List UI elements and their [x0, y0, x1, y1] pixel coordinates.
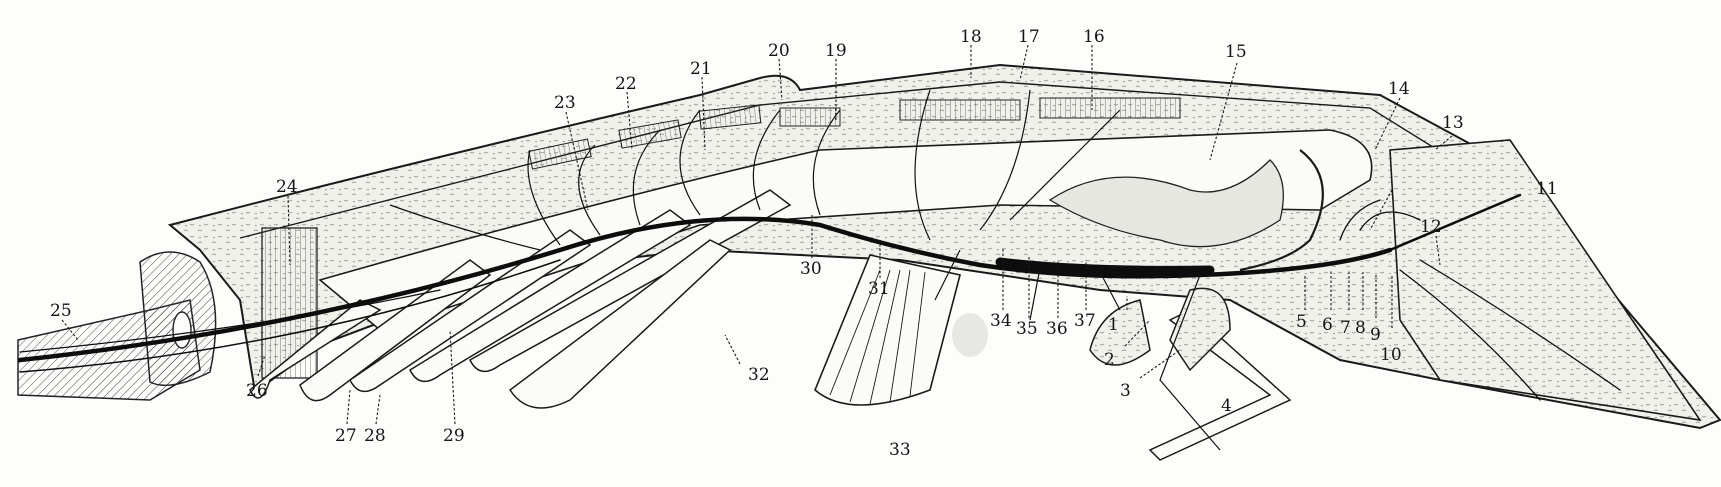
- callout-20: 20: [768, 41, 790, 61]
- callout-21: 21: [690, 59, 712, 79]
- callout-25: 25: [50, 301, 72, 321]
- maxilliped-fan: [814, 254, 988, 406]
- callout-35: 35: [1016, 319, 1038, 339]
- callout-27: 27: [335, 426, 357, 446]
- callout-12: 12: [1420, 217, 1442, 237]
- callout-1: 1: [1108, 315, 1119, 335]
- callout-8: 8: [1355, 318, 1366, 338]
- callout-16: 16: [1083, 27, 1105, 47]
- callout-17: 17: [1018, 27, 1040, 47]
- callout-10: 10: [1380, 345, 1402, 365]
- callout-13: 13: [1442, 113, 1464, 133]
- callout-23: 23: [554, 93, 576, 113]
- callout-4: 4: [1221, 396, 1232, 416]
- callout-3: 3: [1120, 381, 1131, 401]
- walking-legs: [1089, 287, 1292, 461]
- callout-37: 37: [1074, 311, 1096, 331]
- callout-18: 18: [960, 27, 982, 47]
- callout-34: 34: [990, 311, 1012, 331]
- callout-11: 11: [1536, 179, 1558, 199]
- leader-lines: [61, 44, 1453, 425]
- dorsal-muscle-blocks: [528, 97, 1181, 170]
- callout-5: 5: [1296, 312, 1307, 332]
- callout-2: 2: [1104, 350, 1115, 370]
- nerve-cord: [17, 193, 1621, 401]
- callout-30: 30: [800, 259, 822, 279]
- head-carapace: [1389, 139, 1702, 422]
- callout-33: 33: [889, 440, 911, 460]
- callout-29: 29: [443, 426, 465, 446]
- segmental-nerves: [389, 89, 1221, 451]
- tail-stalk: [17, 251, 217, 401]
- callouts: 1 2 3 4 5 6 7 8 9 10 11 12 13 14 15 16 1…: [50, 27, 1558, 460]
- callout-9: 9: [1370, 325, 1381, 345]
- callout-7: 7: [1340, 318, 1351, 338]
- callout-26: 26: [246, 381, 268, 401]
- callout-32: 32: [748, 365, 770, 385]
- callout-31: 31: [868, 279, 890, 299]
- callout-14: 14: [1388, 79, 1410, 99]
- callout-28: 28: [364, 426, 386, 446]
- callout-19: 19: [825, 41, 847, 61]
- callout-6: 6: [1322, 315, 1333, 335]
- callout-15: 15: [1225, 42, 1247, 62]
- callout-36: 36: [1046, 319, 1068, 339]
- callout-22: 22: [615, 74, 637, 94]
- callout-24: 24: [276, 177, 298, 197]
- pleopods: [249, 189, 792, 409]
- intestine-tube: [318, 129, 1373, 331]
